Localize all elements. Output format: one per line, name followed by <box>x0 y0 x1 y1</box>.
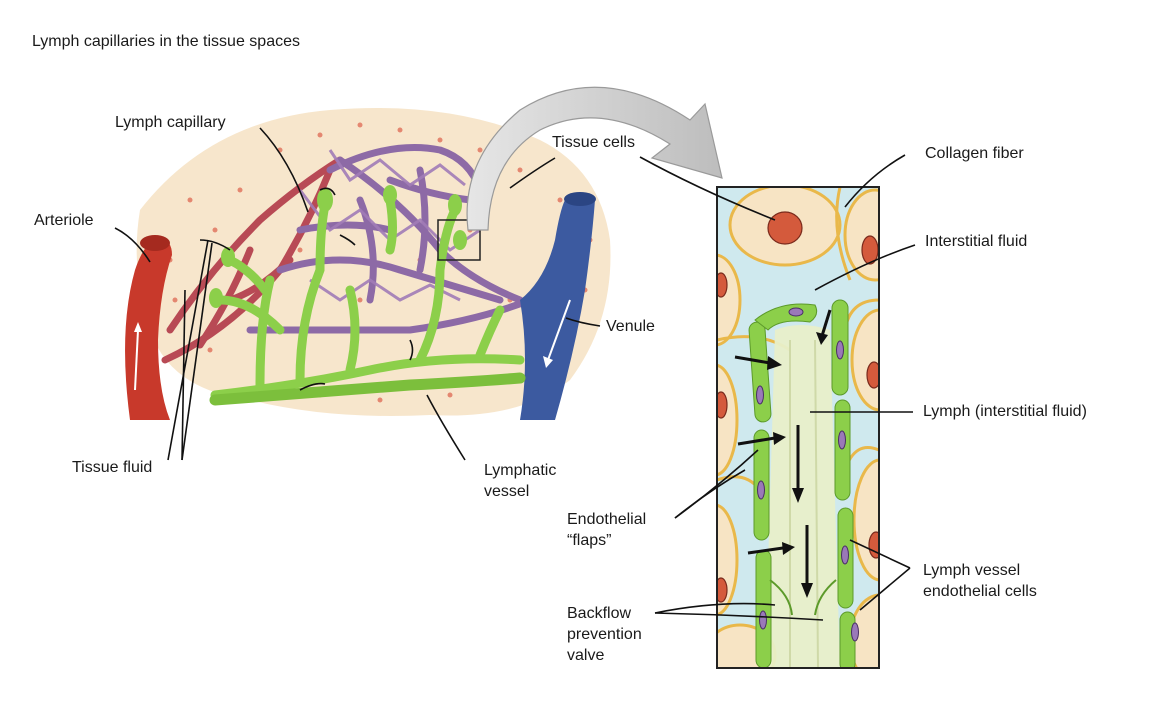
label-backflow-valve-line3: valve <box>567 647 605 664</box>
venule-opening <box>564 192 596 206</box>
label-arteriole: Arteriole <box>34 212 94 229</box>
label-endothelial-flaps-line2: “flaps” <box>567 532 612 549</box>
label-lymphatic-vessel-line2: vessel <box>484 483 530 500</box>
label-lymph-vessel-cells-line2: endothelial cells <box>923 583 1037 600</box>
lymph-blind-ends <box>209 185 467 308</box>
capillary-network <box>246 144 534 334</box>
venule-flow-arrow <box>547 299 571 361</box>
tissue-illustration <box>125 86 723 420</box>
zoom-region-box <box>437 219 481 261</box>
label-lymph-capillary: Lymph capillary <box>115 114 226 131</box>
backflow-valve-flaps <box>769 579 837 616</box>
label-backflow-valve-line1: Backflow <box>567 605 632 622</box>
label-lymph-interstitial-fluid: Lymph (interstitial fluid) <box>923 403 1087 420</box>
zoom-callout-arrow <box>466 86 723 231</box>
lymph-flow-arrows <box>734 309 832 598</box>
label-lymph-vessel-cells-line1: Lymph vessel <box>923 562 1021 579</box>
tissue-fluid-arrows <box>199 187 414 391</box>
label-backflow-valve-line2: prevention <box>567 626 642 643</box>
label-endothelial-flaps-line1: Endothelial <box>567 511 647 528</box>
label-venule: Venule <box>606 318 655 335</box>
label-tissue-cells: Tissue cells <box>552 134 635 151</box>
label-tissue-fluid: Tissue fluid <box>72 459 153 476</box>
endothelial-nuclei <box>756 307 859 642</box>
lymph-capillaries <box>210 195 525 400</box>
label-lymphatic-vessel-line1: Lymphatic <box>484 462 557 479</box>
arteriole-opening <box>140 235 170 251</box>
lymph-vessel-lumen <box>765 325 840 668</box>
label-collagen-fiber: Collagen fiber <box>925 145 1024 162</box>
lymphatic-vessel <box>209 372 526 406</box>
diagram-title: Lymph capillaries in the tissue spaces <box>32 33 300 50</box>
leader-lines <box>114 127 916 621</box>
venule-vessel <box>520 200 595 420</box>
label-interstitial-fluid: Interstitial fluid <box>925 233 1028 250</box>
arteriole-flow-arrow <box>134 329 139 391</box>
